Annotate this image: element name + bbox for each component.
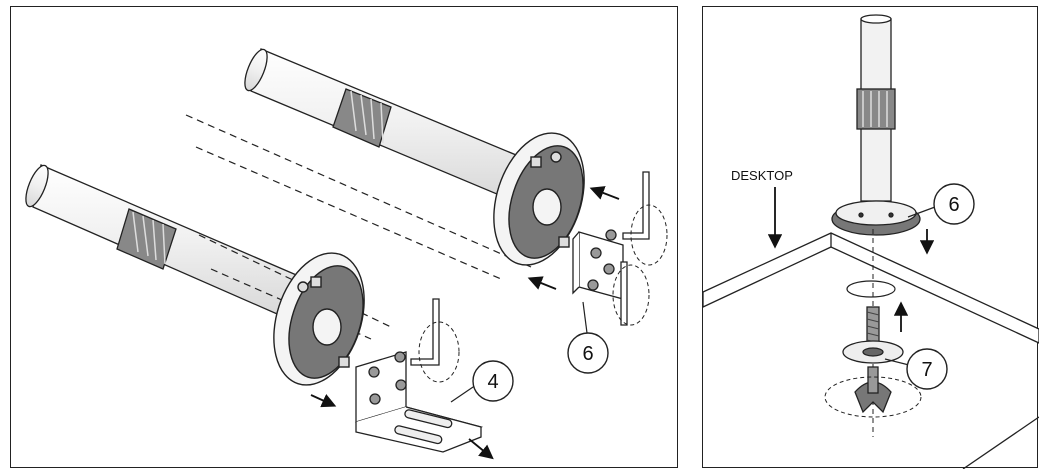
pole-lower	[25, 164, 302, 318]
rotation-arrows-upper	[612, 204, 668, 326]
callout-7: 7	[884, 348, 948, 390]
left-assembly-drawing: 4 6	[25, 48, 668, 460]
bracket-lower	[355, 351, 484, 453]
clamp-washer	[842, 340, 904, 364]
vertical-pole	[856, 14, 896, 202]
callout-4: 4	[450, 360, 514, 403]
mount-plate-lower	[273, 252, 365, 386]
pole-lower-collar	[116, 208, 177, 270]
left-assembly-panel: 4 6	[10, 6, 678, 468]
desk-hole	[846, 280, 896, 298]
callout-6-right: 6	[907, 183, 975, 225]
hex-key-upper	[620, 171, 650, 326]
desktop-label: DESKTOP	[731, 168, 793, 183]
hex-key-lower	[410, 298, 440, 366]
knob-rotation-arrow	[824, 376, 922, 418]
right-direction-arrows	[767, 187, 935, 332]
desktop-mount-drawing: DESKTOP 6 7	[703, 14, 1039, 469]
pole-base-plate	[831, 200, 921, 236]
callout-7-label: 7	[921, 359, 932, 381]
callout-4-label: 4	[487, 371, 498, 393]
direction-arrows	[310, 186, 620, 460]
right-desktop-panel: DESKTOP 6 7	[702, 6, 1039, 469]
callout-6: 6	[567, 301, 609, 374]
desktop-slab	[703, 232, 1039, 469]
pole-upper-collar	[332, 88, 392, 148]
callout-6-label: 6	[582, 343, 593, 365]
rotation-arrow-lower	[418, 321, 460, 383]
bracket-upper	[572, 229, 624, 300]
pole-upper	[244, 48, 534, 203]
callout-6-right-label: 6	[948, 194, 959, 216]
mount-plate-upper	[493, 132, 585, 266]
clamp-knob	[854, 366, 892, 414]
